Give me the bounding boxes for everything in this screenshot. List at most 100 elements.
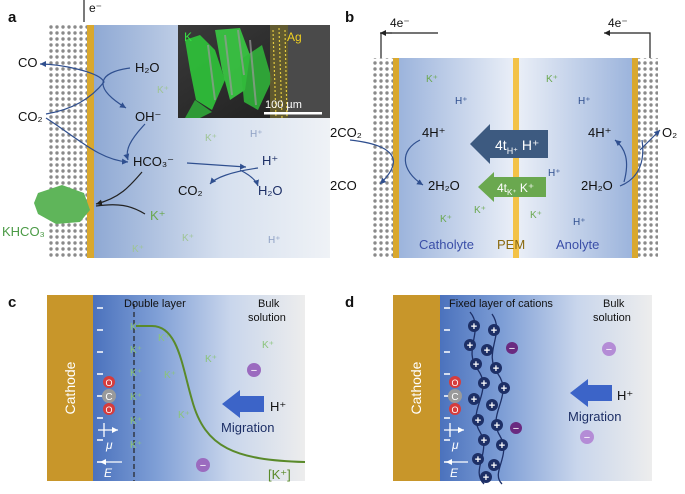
h-label: H⁺ (262, 153, 278, 168)
d-polymer-chain-2 (491, 313, 505, 485)
k-faint-1: K⁺ (157, 85, 169, 96)
left-wire (380, 32, 438, 58)
khco3-crystal (34, 185, 90, 224)
arrow-co2-hco3 (45, 117, 129, 165)
c-solution-label: solution (248, 312, 286, 324)
inset-k-label: K (184, 30, 192, 44)
co-label: CO (18, 55, 38, 70)
svg-text:K⁺: K⁺ (262, 340, 274, 351)
svg-text:K⁺: K⁺ (178, 410, 190, 421)
svg-text:C: C (451, 392, 458, 403)
d-bulk-label: Bulk (603, 298, 625, 310)
b-h-2: H⁺ (578, 96, 591, 107)
svg-text:K⁺: K⁺ (164, 370, 176, 381)
svg-text:+: + (467, 340, 473, 352)
b-h-1: H⁺ (455, 96, 468, 107)
svg-text:+: + (493, 363, 499, 375)
c-k-double-layer: K⁺ K⁺ K⁺ K⁺ K⁺ K⁺ K⁺ K⁺ K⁺ K⁺ K⁺ (130, 322, 274, 451)
k-flux-arrow (478, 172, 546, 202)
b-k-1: K⁺ (426, 74, 438, 85)
b-arrow-h2o-up (619, 139, 644, 187)
d-h-label: H⁺ (617, 388, 633, 403)
khco3-label: KHCO₃ (2, 224, 45, 239)
c-h-label: H⁺ (270, 399, 286, 414)
panel-letter-c: c (8, 294, 16, 311)
panel-letter-b: b (345, 9, 354, 26)
svg-text:O: O (105, 378, 112, 388)
h-flux-arrow (470, 124, 548, 164)
h2o-label: H₂O (135, 60, 160, 75)
svg-text:+: + (483, 472, 489, 484)
panel-letter-a: a (8, 9, 17, 26)
d-fixed-layer-label: Fixed layer of cations (449, 298, 553, 310)
c-double-layer-label: Double layer (124, 298, 186, 310)
h-flux-label: 4tH⁺ H⁺ (495, 137, 539, 156)
svg-text:K⁺: K⁺ (130, 368, 142, 379)
b-co2-label: 2CO₂ (330, 125, 362, 140)
scale-bar (264, 112, 322, 115)
svg-text:+: + (473, 359, 479, 371)
svg-text:O: O (451, 378, 458, 388)
cathode-catalyst (393, 58, 399, 258)
arrow-h-co2 (209, 167, 259, 185)
panel-c: c Cathode Double layer Bulk solution K⁺ … (8, 294, 306, 482)
d-cathode (393, 295, 440, 481)
b-h-right: 4H⁺ (588, 125, 611, 140)
anolyte-label: Anolyte (556, 237, 599, 252)
anode-gdl (638, 58, 658, 258)
d-mu-label: μ (451, 438, 459, 452)
d-e-label: E (450, 466, 459, 480)
c-anion-2-sign: − (200, 460, 206, 472)
svg-text:C: C (105, 392, 112, 403)
panel-letter-d: d (345, 294, 354, 311)
c-bulk-label: Bulk (258, 298, 280, 310)
d-anion-2 (510, 422, 522, 434)
h-faint-1: H⁺ (250, 129, 263, 140)
cathode-gdl (373, 58, 393, 258)
b-co-label: 2CO (330, 178, 357, 193)
svg-text:+: + (491, 325, 497, 337)
arrow-co2-co (39, 61, 105, 115)
c-k-concentration-curve (136, 325, 306, 463)
panel-a: a e⁻ CO CO₂ H₂O OH⁻ HCO₃⁻ CO₂ H⁺ H₂O K⁺ … (2, 0, 330, 258)
electron-label: e⁻ (89, 1, 102, 15)
sem-inset: K Ag 100 µm (178, 25, 330, 119)
svg-text:+: + (475, 415, 481, 427)
svg-text:+: + (489, 400, 495, 412)
svg-text:+: + (481, 378, 487, 390)
c-anion-2 (196, 458, 210, 472)
svg-text:K⁺: K⁺ (205, 354, 217, 365)
svg-text:+: + (499, 440, 505, 452)
b-h2o-left: 2H₂O (428, 178, 460, 193)
scale-label: 100 µm (265, 99, 302, 111)
left-electrons-label: 4e⁻ (390, 16, 410, 30)
anode-catalyst (632, 58, 638, 258)
panel-b: b 4e⁻ 4e⁻ 2CO₂ 2CO 4H⁺ 2H₂O 4H⁺ 2H₂O O₂ … (330, 9, 677, 258)
d-anion-2-sign: − (513, 423, 519, 435)
c-e-label: E (104, 466, 113, 480)
pem-label: PEM (497, 237, 525, 252)
h2o-b-label: H₂O (258, 183, 283, 198)
svg-text:+: + (501, 383, 507, 395)
d-solution-label: solution (593, 312, 631, 324)
c-k-conc-label: [K⁺] (268, 467, 291, 482)
b-h-4: H⁺ (573, 217, 586, 228)
svg-text:O: O (451, 405, 458, 415)
panel-d: d Cathode Fixed layer of cations Bulk so… (345, 294, 652, 485)
b-arrow-co2-co (349, 139, 394, 185)
b-arrow-h-h2o (404, 139, 424, 186)
c-electrolyte (93, 295, 305, 481)
svg-text:+: + (491, 460, 497, 472)
svg-text:+: + (471, 394, 477, 406)
h-faint-2: H⁺ (268, 235, 281, 246)
k-faint-4: K⁺ (132, 244, 144, 255)
d-anion-1-sign: − (509, 343, 515, 355)
b-h-left: 4H⁺ (422, 125, 445, 140)
catholyte-label: Catholyte (419, 237, 474, 252)
b-h-3: H⁺ (548, 168, 561, 179)
arrow-h-h2o (239, 169, 259, 187)
d-cathode-label: Cathode (408, 361, 424, 414)
b-k-3: K⁺ (440, 214, 452, 225)
c-cathode (47, 295, 93, 481)
oh-label: OH⁻ (135, 109, 161, 124)
